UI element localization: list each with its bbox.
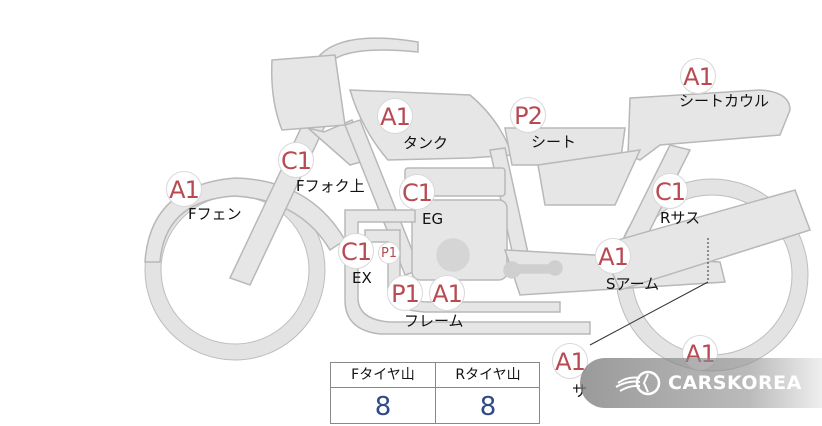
seat-cowl-grade-badge[interactable]: A1 (680, 58, 716, 94)
rear-tire-column: Rタイヤ山 8 (436, 363, 540, 423)
exhaust-grade-badge[interactable]: C1 (338, 233, 374, 269)
exhaust-extra-grade-badge[interactable]: P1 (378, 242, 400, 264)
carskorea-watermark-text: CARSKOREA (668, 372, 802, 394)
front-tire-value: 8 (374, 392, 392, 422)
rear-suspension-grade-badge[interactable]: C1 (652, 173, 688, 209)
engine-grade-badge[interactable]: C1 (399, 174, 435, 210)
carskorea-watermark: CARSKOREA (580, 358, 822, 408)
frame-second-grade-badge[interactable]: A1 (429, 275, 465, 311)
rear-tire-header: Rタイヤ山 (436, 363, 540, 388)
front-tire-column: Fタイヤ山 8 (331, 363, 436, 423)
seat-cowl-label: シートカウル (679, 92, 770, 110)
front-fork-upper-grade-badge[interactable]: C1 (278, 142, 314, 178)
seat-grade-badge[interactable]: P2 (510, 97, 546, 133)
front-fender-label: Fフェン (188, 205, 242, 223)
exhaust-label: EX (352, 269, 372, 287)
rear-suspension-label: Rサス (660, 209, 701, 227)
tank-label: タンク (403, 134, 449, 152)
tank-grade-badge[interactable]: A1 (377, 98, 413, 134)
front-fork-upper-label: Fフォク上 (296, 177, 365, 195)
frame-grade-badge[interactable]: P1 (387, 275, 423, 311)
front-tire-header: Fタイヤ山 (331, 363, 435, 388)
swing-arm-label: Sアーム (606, 275, 660, 293)
front-fender-grade-badge[interactable]: A1 (166, 171, 202, 207)
seat-label: シート (531, 133, 577, 151)
engine-label: EG (422, 210, 444, 228)
swing-arm-grade-badge[interactable]: A1 (595, 238, 631, 274)
carskorea-logo-icon (615, 370, 661, 396)
frame-label: フレーム (404, 312, 464, 330)
rear-tire-value: 8 (479, 392, 497, 422)
tire-depth-table: Fタイヤ山 8 Rタイヤ山 8 (330, 362, 540, 424)
